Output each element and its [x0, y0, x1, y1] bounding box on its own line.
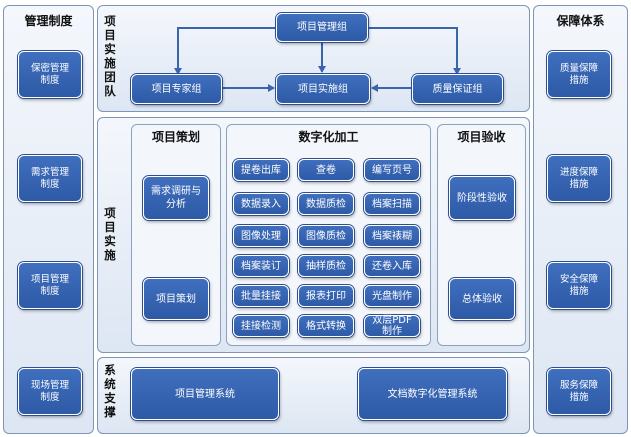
quality-assurance-box: 质量保障 措施	[547, 51, 611, 98]
schedule-assurance-box: 进度保障 措施	[547, 155, 611, 202]
project-management-group-box: 项目管理组	[276, 13, 368, 42]
digitization-step-box: 档案裱糊	[364, 225, 420, 247]
overall-acceptance-box: 总体验收	[449, 278, 515, 320]
confidentiality-policy-box: 保密管理 制度	[18, 51, 82, 98]
digitization-step-box: 光盘制作	[364, 285, 420, 307]
digitization-step-box: 数据质检	[298, 193, 354, 215]
digitization-step-box: 查卷	[298, 159, 354, 181]
digitization-step-box: 图像处理	[233, 225, 289, 247]
digitization-step-box: 还卷入库	[364, 255, 420, 277]
digitization-step-box: 挂接检测	[233, 315, 289, 337]
phase-acceptance-box: 阶段性验收	[449, 176, 515, 220]
project-planning-title: 项目策划	[151, 130, 200, 144]
digitization-step-box: 档案扫描	[364, 193, 420, 215]
system-support-label: 系统支撑	[104, 363, 116, 419]
digitization-step-box: 批量挂接	[233, 285, 289, 307]
digitization-step-box: 图像质检	[298, 225, 354, 247]
digitization-step-box: 报表打印	[298, 285, 354, 307]
project-management-system-box: 项目管理系统	[131, 368, 279, 420]
project-policy-box: 项目管理 制度	[18, 262, 82, 309]
requirement-research-box: 需求调研与 分析	[143, 176, 209, 220]
project-acceptance-title: 项目验收	[457, 130, 506, 144]
management-system-title: 管理制度	[24, 14, 73, 28]
digitization-title: 数字化加工	[298, 130, 359, 144]
onsite-policy-box: 现场管理 制度	[18, 368, 82, 415]
project-implementation-label: 项目实施	[104, 206, 116, 262]
project-planning-box: 项目策划	[143, 278, 209, 320]
digitization-step-box: 数据录入	[233, 193, 289, 215]
document-digitization-system-box: 文档数字化管理系统	[358, 368, 507, 420]
safety-assurance-box: 安全保障 措施	[547, 262, 611, 309]
assurance-system-title: 保障体系	[556, 14, 605, 28]
digitization-step-box: 双层PDF 制作	[364, 315, 420, 337]
project-implementation-group-box: 项目实施组	[276, 74, 370, 104]
project-team-label: 项目实施团队	[104, 14, 116, 98]
digitization-step-box: 档案装订	[233, 255, 289, 277]
digitization-step-box: 编写页号	[364, 159, 420, 181]
digitization-step-box: 提卷出库	[233, 159, 289, 181]
digitization-step-box: 格式转换	[298, 315, 354, 337]
digitization-step-box: 抽样质检	[298, 255, 354, 277]
service-assurance-box: 服务保障 措施	[547, 368, 611, 415]
quality-assurance-group-box: 质量保证组	[412, 74, 503, 104]
project-expert-group-box: 项目专家组	[131, 74, 222, 104]
requirement-policy-box: 需求管理 制度	[18, 155, 82, 202]
